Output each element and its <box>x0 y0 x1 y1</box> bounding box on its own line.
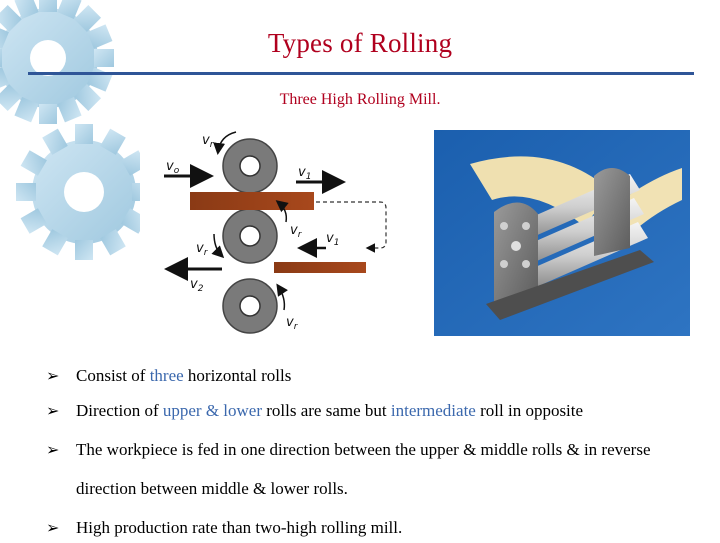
bullet-list: ➢ Consist of three horizontal rolls ➢ Di… <box>46 360 706 543</box>
arrowhead-bullet-icon: ➢ <box>46 401 60 420</box>
three-high-mill-diagram: vr vo v1 vr v1 vr v2 vr <box>164 131 387 334</box>
slide-subtitle: Three High Rolling Mill. <box>279 91 441 108</box>
vr-top-arc <box>213 131 237 155</box>
bullet-item: ➢ The workpiece is fed in one direction … <box>46 430 706 508</box>
slide-title: Types of Rolling <box>267 28 453 58</box>
mill-housing <box>486 168 654 320</box>
gear-bottom-icon <box>16 124 140 260</box>
return-path <box>316 201 387 253</box>
bullet-text: The workpiece is fed in one direction be… <box>76 440 651 498</box>
top-roll <box>222 138 278 194</box>
arrowhead-bullet-icon: ➢ <box>46 366 60 385</box>
label-vr-top: vr <box>202 133 215 150</box>
bottom-roll <box>222 278 278 334</box>
label-vr-bottom: vr <box>286 315 299 332</box>
label-v2: v2 <box>190 277 204 294</box>
bullet-item: ➢ High production rate than two-high rol… <box>46 512 706 543</box>
arrowhead-bullet-icon: ➢ <box>46 518 60 537</box>
bullet-text: Direction of upper & lower rolls are sam… <box>76 401 584 420</box>
vr-mid-left-arc <box>211 233 225 259</box>
arrowhead-bullet-icon: ➢ <box>46 440 60 459</box>
label-v1-top: v1 <box>298 165 311 182</box>
three-high-mill-illustration <box>434 130 690 336</box>
gear-top-icon <box>0 0 114 124</box>
label-v0: vo <box>166 159 180 176</box>
middle-roll <box>222 208 278 264</box>
bullet-text: High production rate than two-high rolli… <box>76 518 403 537</box>
label-vr-mid-left: vr <box>196 241 209 258</box>
vr-bottom-arc <box>276 283 288 311</box>
bullet-item: ➢ Consist of three horizontal rolls <box>46 360 706 391</box>
bullet-text: Consist of three horizontal rolls <box>76 366 292 385</box>
workpiece-upper-pass <box>190 192 314 210</box>
vr-mid-arc <box>275 200 289 223</box>
gear-decoration-icon <box>0 0 140 260</box>
label-v1-mid: v1 <box>326 231 339 248</box>
title-divider <box>28 72 694 75</box>
label-vr-mid: vr <box>290 223 303 240</box>
workpiece-lower-pass <box>274 262 366 273</box>
bullet-item: ➢ Direction of upper & lower rolls are s… <box>46 395 706 426</box>
